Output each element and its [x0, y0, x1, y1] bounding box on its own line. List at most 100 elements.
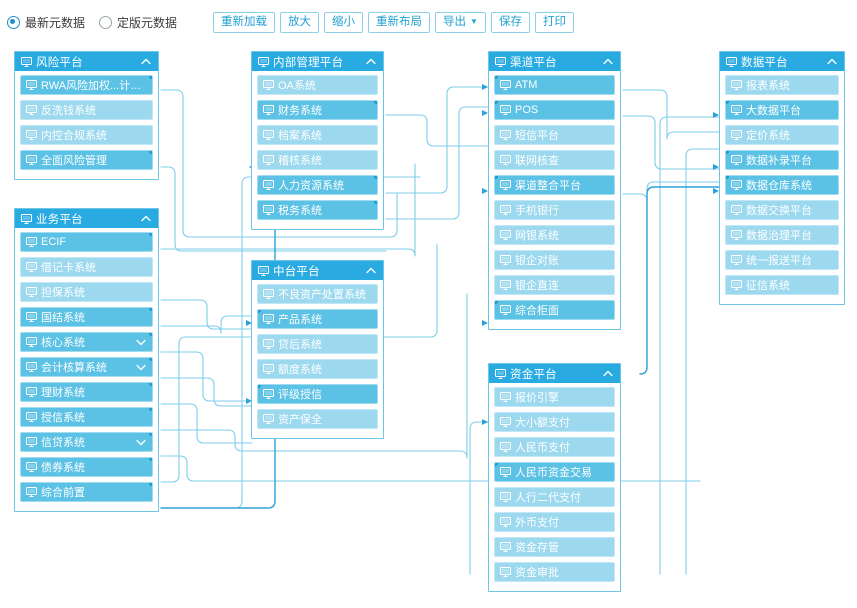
radio-latest-metadata[interactable]: 最新元数据: [7, 14, 85, 31]
relayout-button[interactable]: 重新布局: [368, 11, 431, 33]
zoom-in-button[interactable]: 放大: [280, 11, 320, 33]
connection-port[interactable]: [149, 358, 152, 361]
system-node[interactable]: 信贷系统: [20, 432, 153, 452]
radio-indicator-icon[interactable]: [99, 15, 113, 29]
system-node[interactable]: 手机银行: [494, 200, 615, 220]
system-node[interactable]: 国结系统: [20, 307, 153, 327]
connection-port[interactable]: [149, 333, 152, 336]
system-node[interactable]: 报价引擎: [494, 387, 615, 407]
chevron-up-icon[interactable]: [826, 56, 838, 68]
chevron-down-icon[interactable]: [135, 336, 147, 348]
chevron-up-icon[interactable]: [602, 56, 614, 68]
system-node[interactable]: 税务系统: [257, 200, 378, 220]
system-node[interactable]: 财务系统: [257, 100, 378, 120]
system-node[interactable]: 评级授信: [257, 384, 378, 404]
group-header-business[interactable]: 业务平台: [15, 209, 158, 228]
system-node[interactable]: ATM: [494, 75, 615, 95]
chevron-up-icon[interactable]: [365, 265, 377, 277]
connection-port[interactable]: [149, 433, 152, 436]
system-node[interactable]: 报表系统: [725, 75, 839, 95]
chevron-up-icon[interactable]: [365, 56, 377, 68]
print-button[interactable]: 打印: [534, 11, 574, 33]
connection-port[interactable]: [258, 310, 261, 313]
system-node[interactable]: 会计核算系统: [20, 357, 153, 377]
connection-port[interactable]: [149, 308, 152, 311]
group-panel-middle[interactable]: 中台平台不良资产处置系统产品系统贷后系统额度系统评级授信资产保全: [251, 260, 384, 439]
system-node[interactable]: 理财系统: [20, 382, 153, 402]
save-button[interactable]: 保存: [490, 11, 530, 33]
system-node[interactable]: 数据仓库系统: [725, 175, 839, 195]
system-node[interactable]: 综合柜面: [494, 300, 615, 320]
system-node[interactable]: 担保系统: [20, 282, 153, 302]
group-panel-data[interactable]: 数据平台报表系统大数据平台定价系统数据补录平台数据仓库系统数据交换平台数据治理平…: [719, 51, 845, 305]
connection-port[interactable]: [149, 408, 152, 411]
group-header-data[interactable]: 数据平台: [720, 52, 844, 71]
system-node[interactable]: 人行二代支付: [494, 487, 615, 507]
group-header-risk[interactable]: 风险平台: [15, 52, 158, 71]
group-panel-fund[interactable]: 资金平台报价引擎大小额支付人民币支付人民币资金交易人行二代支付外币支付资金存管资…: [488, 363, 621, 592]
system-node[interactable]: 额度系统: [257, 359, 378, 379]
connection-port[interactable]: [495, 176, 498, 179]
group-header-channel[interactable]: 渠道平台: [489, 52, 620, 71]
chevron-up-icon[interactable]: [140, 213, 152, 225]
system-node[interactable]: 核心系统: [20, 332, 153, 352]
connection-port[interactable]: [374, 176, 377, 179]
system-node[interactable]: 联网核查: [494, 150, 615, 170]
system-node[interactable]: 不良资产处置系统: [257, 284, 378, 304]
connection-port[interactable]: [258, 385, 261, 388]
connection-port[interactable]: [495, 101, 498, 104]
chevron-down-icon[interactable]: [135, 361, 147, 373]
system-node[interactable]: 大数据平台: [725, 100, 839, 120]
connection-port[interactable]: [374, 201, 377, 204]
zoom-out-button[interactable]: 缩小: [324, 11, 364, 33]
system-node[interactable]: 统一报送平台: [725, 250, 839, 270]
system-node[interactable]: 内控合规系统: [20, 125, 153, 145]
group-header-internal[interactable]: 内部管理平台: [252, 52, 383, 71]
system-node[interactable]: 银企直连: [494, 275, 615, 295]
system-node[interactable]: OA系统: [257, 75, 378, 95]
connection-port[interactable]: [149, 383, 152, 386]
system-node[interactable]: 网银系统: [494, 225, 615, 245]
export-button[interactable]: 导出▼: [435, 11, 486, 33]
connection-port[interactable]: [495, 301, 498, 304]
group-header-fund[interactable]: 资金平台: [489, 364, 620, 383]
system-node[interactable]: 人民币资金交易: [494, 462, 615, 482]
connection-port[interactable]: [495, 76, 498, 79]
system-node[interactable]: 综合前置: [20, 482, 153, 502]
system-node[interactable]: 债券系统: [20, 457, 153, 477]
system-node[interactable]: 数据治理平台: [725, 225, 839, 245]
system-node[interactable]: 稽核系统: [257, 150, 378, 170]
radio-versioned-metadata[interactable]: 定版元数据: [99, 14, 177, 31]
system-node[interactable]: 短信平台: [494, 125, 615, 145]
group-header-middle[interactable]: 中台平台: [252, 261, 383, 280]
system-node[interactable]: 银企对账: [494, 250, 615, 270]
system-node[interactable]: 人力资源系统: [257, 175, 378, 195]
system-node[interactable]: RWA风险加权...计量系统: [20, 75, 153, 95]
chevron-down-icon[interactable]: [135, 436, 147, 448]
system-node[interactable]: 全面风险管理: [20, 150, 153, 170]
system-node[interactable]: 数据交换平台: [725, 200, 839, 220]
system-node[interactable]: 产品系统: [257, 309, 378, 329]
connection-port[interactable]: [374, 101, 377, 104]
chevron-up-icon[interactable]: [140, 56, 152, 68]
system-node[interactable]: 人民币支付: [494, 437, 615, 457]
diagram-canvas[interactable]: 风险平台RWA风险加权...计量系统反洗钱系统内控合规系统全面风险管理业务平台E…: [0, 44, 857, 608]
system-node[interactable]: 资产保全: [257, 409, 378, 429]
system-node[interactable]: 外币支付: [494, 512, 615, 532]
group-panel-internal[interactable]: 内部管理平台 OA系统财务系统档案系统稽核系统人力资源系统税务系统: [251, 51, 384, 230]
system-node[interactable]: 授信系统: [20, 407, 153, 427]
reload-button[interactable]: 重新加载: [213, 11, 276, 33]
system-node[interactable]: 定价系统: [725, 125, 839, 145]
connection-port[interactable]: [149, 233, 152, 236]
system-node[interactable]: POS: [494, 100, 615, 120]
chevron-up-icon[interactable]: [602, 368, 614, 380]
system-node[interactable]: 借记卡系统: [20, 257, 153, 277]
connection-port[interactable]: [495, 463, 498, 466]
system-node[interactable]: 大小额支付: [494, 412, 615, 432]
connection-port[interactable]: [149, 76, 152, 79]
system-node[interactable]: 征信系统: [725, 275, 839, 295]
system-node[interactable]: 数据补录平台: [725, 150, 839, 170]
system-node[interactable]: 档案系统: [257, 125, 378, 145]
